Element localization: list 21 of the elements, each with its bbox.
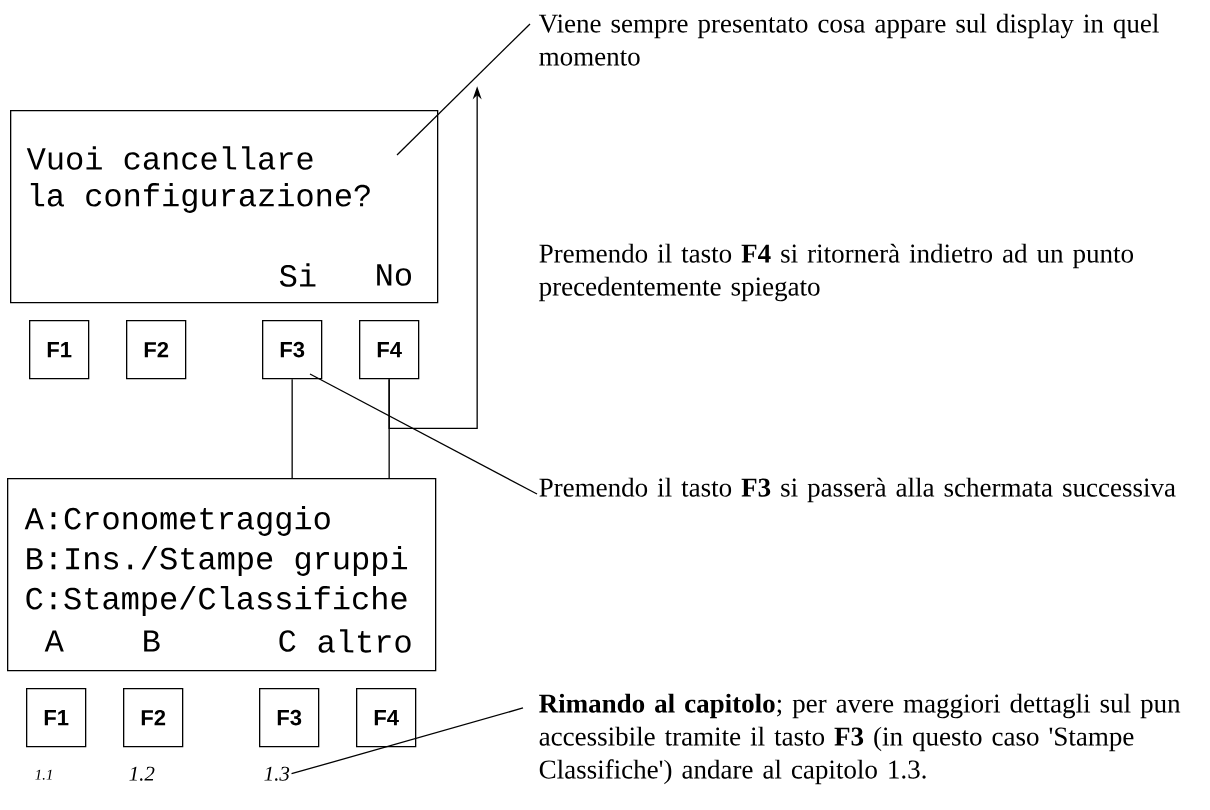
connector-line (291, 378, 293, 479)
key-button: F3 (259, 688, 320, 748)
callout-text: Premendo il tasto F4 si ritornerà indietro ad un punto precedentemente spiegato (539, 243, 1133, 302)
key-button: F2 (126, 320, 187, 380)
key-button: F2 (123, 688, 184, 748)
callout-text: Premendo il tasto F3 si passerà alla schermata successiva (539, 477, 1176, 503)
lcd-screen: Vuoi cancellare la configurazione? Si No (10, 110, 439, 304)
callout-text: Viene sempre presentato cosa appare sul display in quel momento (538, 13, 1159, 66)
key-button: F4 (356, 688, 417, 748)
chapter-number: 1.3 (264, 766, 290, 781)
leader-line (396, 23, 531, 156)
key-button: F3 (262, 320, 323, 380)
callout-text: Rimando al capitolo; per avere maggiori dettagli sul pun accessibile tramite il tasto F3 (in questo caso 'Stampe Classifiche') andare al capitolo 1.3. (539, 693, 1181, 785)
leader-line (290, 707, 524, 775)
leader-line (309, 373, 538, 495)
chapter-number: 1.1 (35, 769, 52, 780)
key-button: F1 (26, 688, 87, 748)
key-button: F4 (359, 320, 420, 380)
chapter-number: 1.2 (129, 766, 155, 781)
key-button: F1 (29, 320, 90, 380)
lcd-screen: A:Cronometraggio B:Ins./Stampe gruppi C:Stampe/Classifiche A B C altro (7, 478, 437, 672)
